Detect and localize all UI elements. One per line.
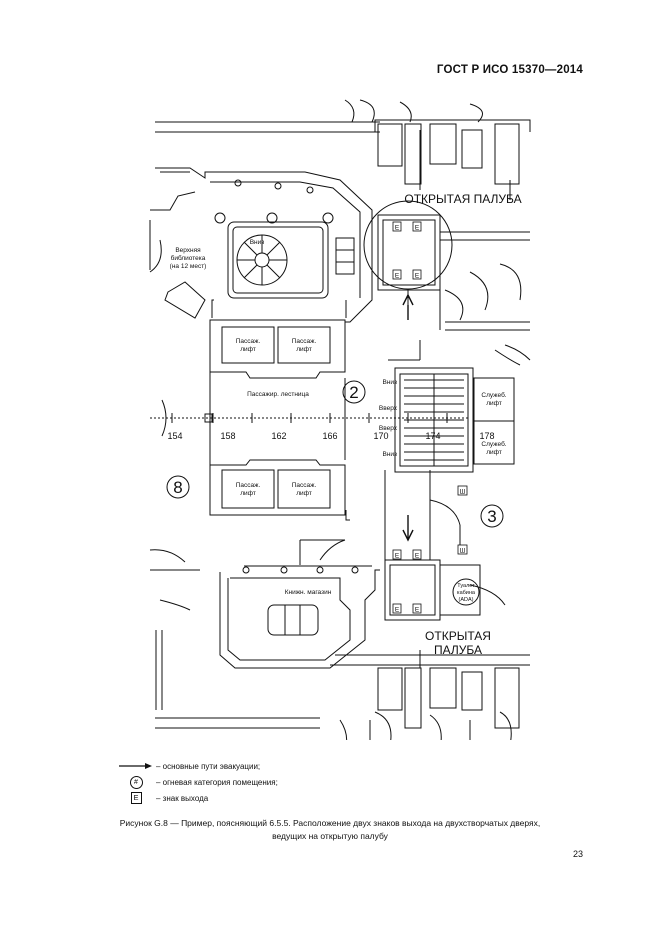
- stair-down-label: Вниз: [382, 451, 397, 458]
- exit-sign-group: [392, 221, 468, 614]
- lift-label: Пассаж.: [236, 482, 261, 489]
- toilet-label: (ADA): [459, 597, 474, 603]
- caption-line-2: ведущих на открытую палубу: [272, 831, 388, 841]
- exit-sign-icon: E: [130, 792, 142, 804]
- frame-number: 162: [271, 431, 286, 441]
- exit-sign: E: [395, 225, 400, 232]
- open-deck-bottom-label-1: ОТКРЫТАЯ: [425, 629, 491, 643]
- central-corridor: [150, 372, 470, 465]
- bookstore-label: Книжн. магазин: [285, 589, 332, 596]
- service-lift-label: лифт: [486, 400, 502, 407]
- zone-8-label: 8: [173, 478, 182, 497]
- deck-floor-plan: E E E E E E E E Ш Ш 2 3 8 ОТКРЫТАЯ ПАЛУБ…: [149, 99, 531, 740]
- upper-library-outline: [149, 167, 373, 323]
- exit-sign: E: [395, 607, 400, 614]
- top-exit-vestibule: [363, 200, 453, 330]
- lift-label: лифт: [240, 346, 256, 353]
- stair-down-label: Вниз: [382, 379, 397, 386]
- bottom-deck-structure: [155, 650, 530, 740]
- zone-2-circle: [342, 380, 366, 404]
- library-label-1: Верхняя: [175, 247, 201, 254]
- lift-label: лифт: [296, 490, 312, 497]
- lift-block-bottom: [209, 459, 350, 521]
- service-lift-label: лифт: [486, 449, 502, 456]
- top-deck-structure: [155, 99, 531, 200]
- frame-number: 158: [220, 431, 235, 441]
- legend-category-text: – огневая категория помещения;: [156, 777, 278, 787]
- lift-label: Пассаж.: [292, 338, 317, 345]
- page-number: 23: [572, 849, 583, 859]
- exit-sign: E: [415, 553, 420, 560]
- sh-sign: Ш: [460, 548, 466, 555]
- lift-block-top: [209, 299, 347, 379]
- legend-row-exit: E – знак выхода: [118, 790, 278, 806]
- bookstore-outline: [149, 549, 380, 710]
- service-lift-label: Служеб.: [481, 391, 506, 399]
- frame-number: 154: [167, 431, 182, 441]
- open-deck-top-label: ОТКРЫТАЯ ПАЛУБА: [404, 192, 521, 206]
- exit-sign: E: [415, 225, 420, 232]
- exit-sign: E: [415, 273, 420, 280]
- stair-up-label: Вверх: [379, 425, 398, 432]
- stair-up-label: Вверх: [379, 405, 398, 412]
- legend: – основные пути эвакуации; # – огневая к…: [118, 758, 278, 806]
- legend-exit-text: – знак выхода: [156, 793, 209, 803]
- zone-3-circle: [480, 504, 504, 528]
- legend-row-evacuation: – основные пути эвакуации;: [118, 758, 278, 774]
- lift-label: лифт: [240, 490, 256, 497]
- zone-2-label: 2: [349, 383, 358, 402]
- spiral-stair-down-label: Вниз: [250, 239, 265, 246]
- frame-number: 170: [373, 431, 388, 441]
- standard-header: ГОСТ Р ИСО 15370—2014: [436, 64, 583, 76]
- frame-number: 166: [322, 431, 337, 441]
- legend-evacuation-text: – основные пути эвакуации;: [156, 761, 261, 771]
- caption-line-1: Рисунок G.8 — Пример, поясняющий 6.5.5. …: [119, 818, 541, 828]
- toilet-label: Туалет: [457, 583, 475, 589]
- passenger-stair-label: Пассажир. лестница: [247, 391, 309, 398]
- sh-sign: Ш: [460, 489, 466, 496]
- evacuation-arrow-icon: [118, 762, 154, 770]
- top-deck-right: [440, 231, 531, 366]
- service-lift-label: Служеб.: [481, 440, 506, 448]
- open-deck-bottom-label-2: ПАЛУБА: [434, 643, 482, 657]
- frame-number: 174: [425, 431, 440, 441]
- library-label-2: библиотека: [171, 254, 206, 262]
- passenger-stair-block: [388, 340, 515, 473]
- exit-sign: E: [395, 273, 400, 280]
- toilet-label: кабина: [457, 590, 476, 596]
- figure-caption: Рисунок G.8 — Пример, поясняющий 6.5.5. …: [50, 817, 610, 843]
- exit-sign: E: [415, 607, 420, 614]
- zone-8-circle: [166, 475, 190, 499]
- fire-category-icon: #: [129, 775, 143, 789]
- lift-label: Пассаж.: [292, 482, 317, 489]
- lift-label: лифт: [296, 346, 312, 353]
- lift-label: Пассаж.: [236, 338, 261, 345]
- frame-number: 178: [479, 431, 494, 441]
- zone-3-label: 3: [487, 507, 496, 526]
- legend-row-category: # – огневая категория помещения;: [118, 774, 278, 790]
- lower-corridor: [299, 470, 506, 621]
- exit-sign: E: [395, 553, 400, 560]
- library-label-3: (на 12 мест): [170, 263, 207, 270]
